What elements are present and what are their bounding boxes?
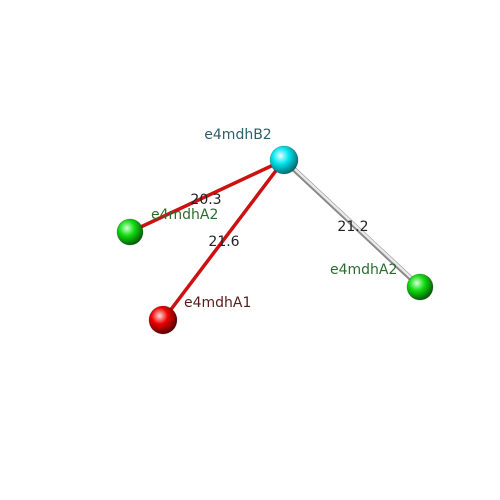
edge-labels-layer: 20.3 21.6 21.2 <box>190 192 368 250</box>
atom-b2[interactable] <box>269 145 299 175</box>
atom-label-a2l: e4mdhA2 <box>151 207 218 223</box>
atom-label-b2: e4mdhB2 <box>204 127 271 143</box>
bond-1 <box>161 158 286 322</box>
distance-label-0: 20.3 <box>190 192 221 208</box>
edges-layer <box>128 157 423 322</box>
nodes-layer: e4mdhB2 e4mdhA2 e4mdhA1 e4mdhA2 <box>116 127 434 335</box>
atom-a2l[interactable] <box>116 218 144 246</box>
distance-label-2: 21.2 <box>337 219 368 235</box>
bond-0 <box>128 158 286 234</box>
atom-label-a2r: e4mdhA2 <box>330 262 397 278</box>
atom-a2r[interactable] <box>406 273 434 301</box>
bond-2 <box>282 157 422 288</box>
distance-label-1: 21.6 <box>208 234 239 250</box>
atom-a1[interactable] <box>148 305 178 335</box>
atom-label-a1: e4mdhA1 <box>184 295 251 311</box>
